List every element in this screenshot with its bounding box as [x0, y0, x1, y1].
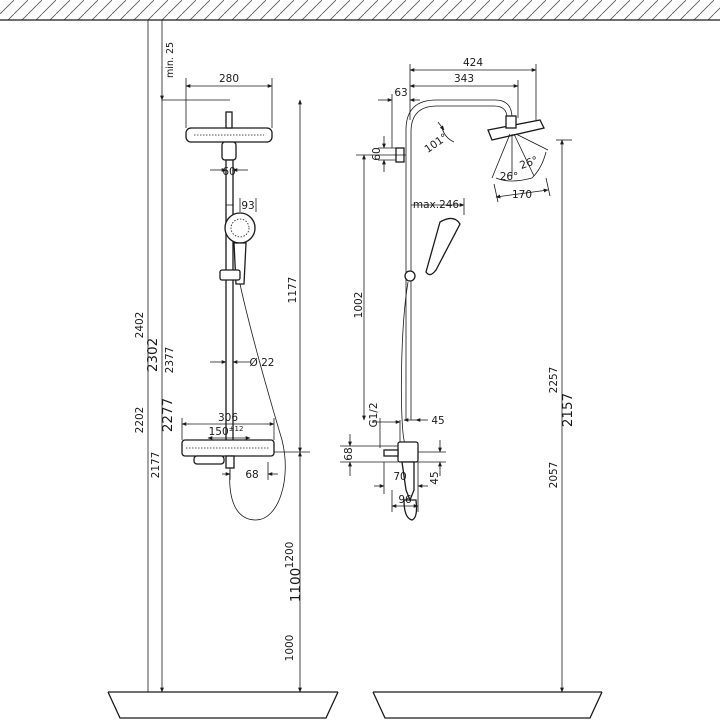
label-inlet-depth: 45 [431, 415, 444, 427]
label-body-depth: 70 [393, 471, 406, 483]
label-rail-length: 1177 [287, 277, 299, 304]
floor-left [107, 691, 339, 719]
label-height-inner-high: 2377 [164, 347, 176, 374]
label-inlet-spacing: 150±12 [209, 425, 244, 438]
label-head-height-low: 2057 [548, 462, 560, 489]
thermostat-side [397, 441, 419, 463]
ceiling [0, 0, 720, 21]
label-spout-depth: 96 [398, 494, 412, 506]
label-mount-high: 1200 [284, 542, 296, 569]
hand-shower-side [425, 217, 461, 276]
label-thermostat-width: 306 [218, 412, 238, 424]
label-height-outer-high: 2402 [134, 312, 146, 339]
overhead-shower-side [487, 119, 545, 141]
floor-right [372, 691, 603, 719]
label-hand-offset: 93 [241, 200, 254, 212]
label-head-depth: 170 [512, 189, 532, 201]
label-arm-reach: 424 [463, 57, 483, 69]
side-view [340, 64, 572, 693]
label-bracket-height: 60 [371, 147, 383, 160]
label-inlet-tolerance: ±12 [229, 425, 244, 433]
label-max-handshower: max.246 [413, 199, 460, 211]
label-head-tilt-b: 26° [518, 154, 540, 172]
label-rail-height: 1002 [353, 292, 365, 319]
label-mount-main: 1100 [288, 568, 304, 602]
label-valve-height: 68 [343, 447, 355, 460]
hand-shower-front [224, 212, 256, 244]
shower-rail-front [225, 159, 234, 453]
label-height-inner-main: 2277 [160, 398, 176, 432]
label-wall-offset: 63 [394, 87, 407, 99]
label-height-inner-low: 2177 [150, 452, 162, 479]
label-head-height-high: 2257 [548, 367, 560, 394]
overhead-shower-front [185, 127, 273, 143]
label-height-outer-main: 2302 [145, 338, 161, 372]
shower-hose-front [229, 283, 286, 521]
label-body-height: 45 [429, 471, 441, 484]
label-height-outer-low: 2202 [134, 407, 146, 434]
label-head-tilt-a: 26° [500, 171, 519, 183]
front-view [140, 19, 310, 693]
label-min-clearance: min. 25 [165, 42, 176, 78]
label-outlet-offset: 68 [245, 469, 258, 481]
label-arm-angle: 101° [422, 131, 450, 155]
label-head-width: 280 [219, 73, 239, 85]
label-arm-width: 60 [222, 166, 235, 178]
shower-arm-side [405, 99, 513, 420]
label-head-height-main: 2157 [560, 393, 576, 427]
label-arm-length: 343 [454, 73, 474, 85]
label-pipe-diameter: Ø 22 [250, 357, 275, 369]
label-thread: G1/2 [368, 402, 380, 427]
label-mount-low: 1000 [284, 635, 296, 662]
